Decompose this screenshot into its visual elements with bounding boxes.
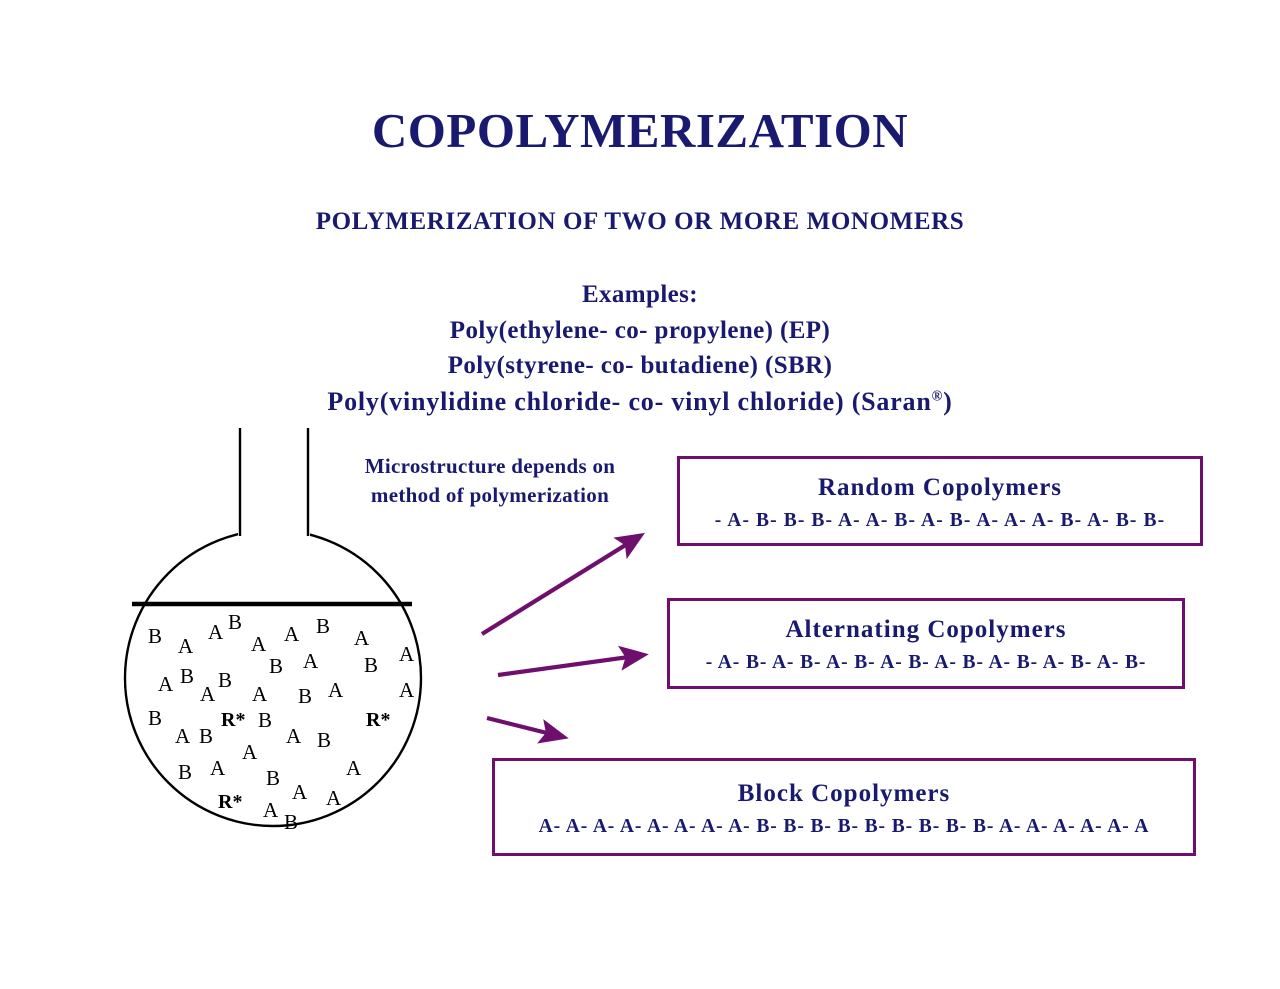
examples-heading: Examples:: [581, 281, 699, 308]
microstructure-caption-line1: Microstructure depends on: [364, 454, 616, 478]
monomer-a: A: [303, 649, 319, 673]
saran-close-paren: ): [943, 386, 953, 416]
flask-vessel-icon: [123, 428, 423, 828]
monomer-b: B: [148, 706, 163, 730]
random-copolymer-title: Random Copolymers: [817, 474, 1063, 501]
monomer-b: B: [258, 708, 273, 732]
monomer-a: A: [178, 634, 194, 658]
monomer-b: B: [364, 653, 379, 677]
monomer-a: A: [263, 798, 279, 822]
saran-text: Poly(vinylidine chloride- co- vinyl chlo…: [327, 386, 932, 416]
monomer-a: A: [251, 632, 267, 656]
random-copolymer-sequence: - A- B- B- B- A- A- B- A- B- A- A- A- B-…: [714, 510, 1166, 531]
monomer-a: A: [399, 642, 415, 666]
example-line-ep: Poly(ethylene- co- propylene) (EP): [449, 316, 831, 344]
radical-species: R*: [218, 791, 243, 813]
monomer-a: A: [346, 756, 362, 780]
monomer-a: A: [286, 724, 302, 748]
monomer-a: A: [328, 678, 344, 702]
monomer-b: B: [228, 610, 243, 634]
monomer-a: A: [354, 626, 370, 650]
example-line-saran: Poly(vinylidine chloride- co- vinyl chlo…: [0, 384, 1280, 421]
monomer-a: A: [242, 740, 258, 764]
page-title: COPOLYMERIZATION: [371, 103, 909, 158]
monomer-b: B: [317, 728, 332, 752]
monomer-a: A: [292, 780, 308, 804]
monomer-a: A: [326, 786, 342, 810]
registered-trademark-icon: ®: [931, 387, 944, 404]
monomer-a: A: [210, 756, 226, 780]
arrow-to-block: [486, 715, 569, 744]
monomer-a: A: [284, 622, 300, 646]
monomer-b: B: [269, 654, 284, 678]
radical-species: R*: [366, 709, 391, 731]
monomer-b: B: [180, 664, 195, 688]
monomer-a: A: [399, 678, 415, 702]
example-line-sbr: Poly(styrene- co- butadiene) (SBR): [447, 352, 833, 379]
block-copolymer-sequence: A- A- A- A- A- A- A- A- B- B- B- B- B- B…: [538, 816, 1150, 837]
monomer-a: A: [158, 672, 174, 696]
monomer-b: B: [199, 724, 214, 748]
monomer-a: A: [208, 620, 224, 644]
radical-species: R*: [221, 709, 246, 731]
alternating-copolymer-box[interactable]: Alternating Copolymers - A- B- A- B- A- …: [667, 598, 1185, 689]
monomer-b: B: [266, 766, 281, 790]
arrow-to-random: [480, 532, 645, 636]
microstructure-caption: Microstructure depends on method of poly…: [310, 452, 670, 510]
monomer-b: B: [218, 668, 233, 692]
monomer-b: B: [148, 624, 163, 648]
examples-block: Examples: Poly(ethylene- co- propylene) …: [0, 277, 1280, 420]
monomer-b: B: [178, 760, 193, 784]
monomer-b: B: [316, 614, 331, 638]
monomer-b: B: [284, 810, 299, 834]
monomer-a: A: [200, 682, 216, 706]
alternating-copolymer-title: Alternating Copolymers: [785, 615, 1067, 643]
alternating-copolymer-sequence: - A- B- A- B- A- B- A- B- A- B- A- B- A-…: [705, 651, 1147, 673]
random-copolymer-box[interactable]: Random Copolymers - A- B- B- B- A- A- B-…: [677, 456, 1203, 546]
microstructure-caption-line2: method of polymerization: [370, 482, 610, 507]
monomer-b: B: [298, 684, 313, 708]
block-copolymer-box[interactable]: Block Copolymers A- A- A- A- A- A- A- A-…: [492, 758, 1196, 856]
monomer-a: A: [175, 724, 191, 748]
monomer-a: A: [252, 682, 268, 706]
block-copolymer-title: Block Copolymers: [737, 780, 951, 807]
page-subtitle: POLYMERIZATION OF TWO OR MORE MONOMERS: [315, 208, 965, 235]
arrow-to-alternating: [497, 645, 649, 678]
